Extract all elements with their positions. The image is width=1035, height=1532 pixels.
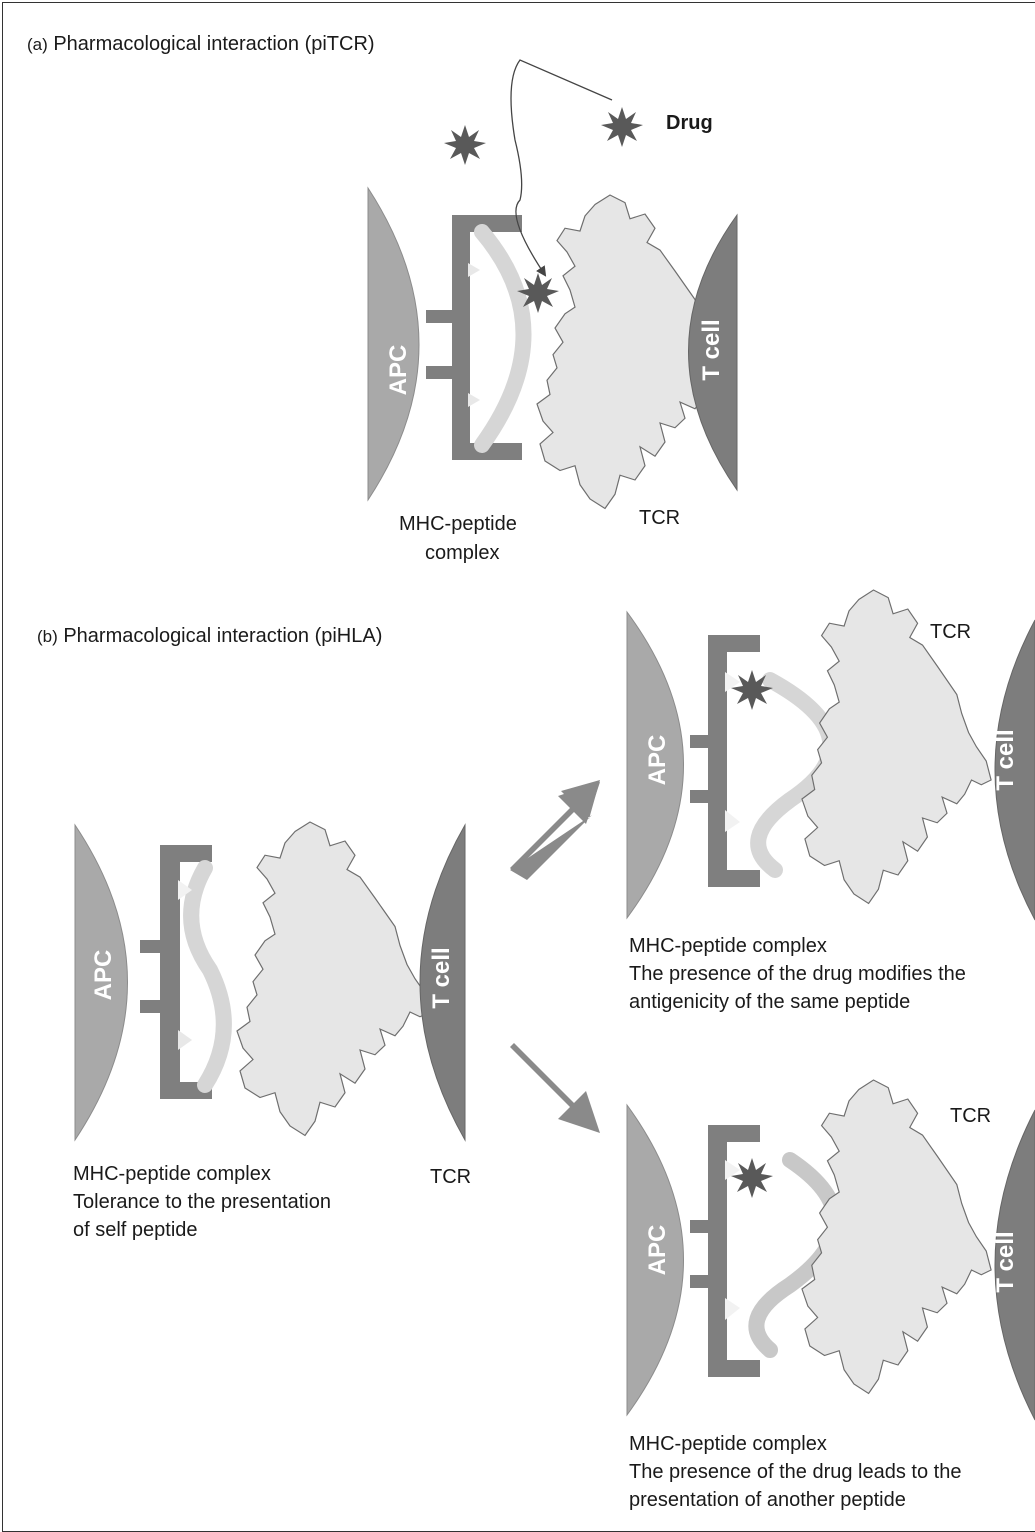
panel-b-left-diagram: APC T cell: [75, 822, 465, 1140]
arrow-down-right-shape: [510, 1043, 600, 1133]
arrow-up-right-shape: [510, 782, 600, 872]
panel-a-apc-label: APC: [385, 345, 412, 396]
panel-b-bottom-right-tcell-label: T cell: [992, 1231, 1019, 1292]
panel-b-bottom-right-caption-line2: The presence of the drug leads to the: [629, 1458, 961, 1486]
panel-a-drug-label: Drug: [666, 109, 713, 137]
panel-b-top-right-caption-line3: antigenicity of the same peptide: [629, 988, 910, 1016]
panel-b-left-tcr-label: TCR: [430, 1163, 471, 1191]
panel-b-left-caption-line1: MHC-peptide complex: [73, 1160, 271, 1188]
panel-b-title: (b) Pharmacological interaction (piHLA): [37, 622, 382, 651]
panel-b-left-mhc-complex: [140, 845, 224, 1099]
panel-b-left-caption-line2: Tolerance to the presentation: [73, 1188, 331, 1216]
panel-b-left-tcell-label: T cell: [428, 947, 455, 1008]
panel-a-letter: (a): [27, 35, 48, 54]
panel-b-bottom-right-caption-line1: MHC-peptide complex: [629, 1430, 827, 1458]
panel-a-title: (a) Pharmacological interaction (piTCR): [27, 30, 375, 59]
panel-a-mhc-complex: [426, 215, 524, 460]
panel-a-drug-icon: [601, 107, 643, 147]
panel-b-left-apc-label: APC: [90, 950, 117, 1001]
panel-b-bottom-right-tcr-label: TCR: [950, 1102, 991, 1130]
panel-b-bottom-right-apc-label: APC: [644, 1225, 671, 1276]
panel-b-top-right-caption-line1: MHC-peptide complex: [629, 932, 827, 960]
panel-b-bottom-right-diagram: APC T cell: [627, 1080, 1035, 1420]
panel-b-top-right-apc-label: APC: [644, 735, 671, 786]
panel-b-top-right-tcr-label: TCR: [930, 618, 971, 646]
panel-a-mhc-label-line1: MHC-peptide: [399, 510, 517, 538]
panel-b-bottom-right-caption-line3: presentation of another peptide: [629, 1486, 906, 1514]
panel-a-mhc-label-line2: complex: [425, 539, 499, 567]
panel-b-top-right-caption-line2: The presence of the drug modifies the: [629, 960, 966, 988]
panel-b-left-tcr: [237, 822, 430, 1136]
panel-a-drug-icon: [444, 125, 486, 165]
panel-b-letter: (b): [37, 627, 58, 646]
panel-a-apc: [368, 188, 419, 500]
panel-a-title-text: Pharmacological interaction (piTCR): [53, 33, 374, 55]
panel-b-title-text: Pharmacological interaction (piHLA): [63, 625, 382, 647]
panel-b-top-right-diagram: APC T cell: [627, 590, 1035, 920]
panel-b-top-right-tcell-label: T cell: [992, 729, 1019, 790]
panel-b-left-caption-line3: of self peptide: [73, 1216, 198, 1244]
panel-b-bottom-right-drug-icon: [731, 1158, 773, 1198]
panel-a-tcell-label: T cell: [698, 319, 725, 380]
panel-a-tcr-label: TCR: [639, 504, 680, 532]
